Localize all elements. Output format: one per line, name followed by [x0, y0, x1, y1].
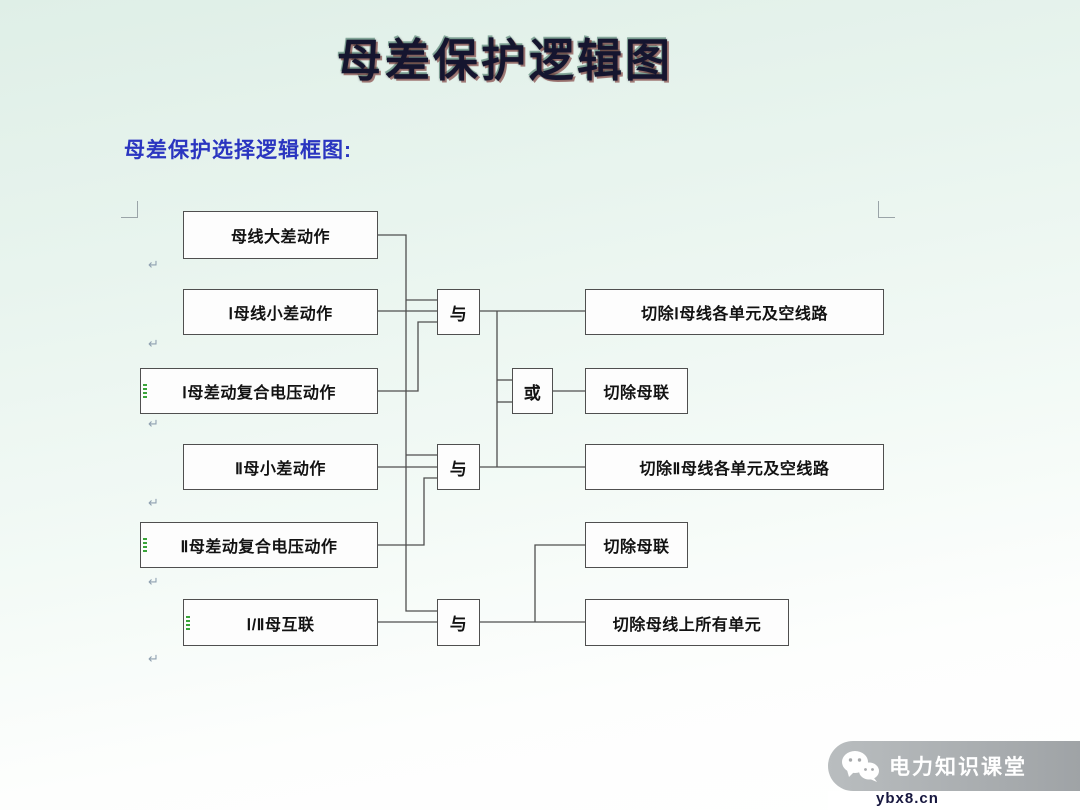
and-gate-3: 与: [437, 599, 480, 646]
input-label: Ⅰ/Ⅱ母互联: [246, 616, 315, 634]
output-box-trip-bus-coupler-1: 切除母联: [585, 368, 688, 414]
page-corner-mark-left: [121, 201, 138, 218]
spellcheck-mark: [186, 615, 190, 630]
input-label: Ⅱ母差动复合电压动作: [180, 539, 338, 556]
page-corner-mark-right: [878, 201, 895, 218]
gate-label: 与: [449, 615, 468, 634]
output-label: 切除母联: [603, 539, 670, 556]
input-box-bus2-composite-voltage: Ⅱ母差动复合电压动作: [140, 522, 378, 568]
output-box-trip-bus2-units: 切除Ⅱ母线各单元及空线路: [585, 444, 884, 490]
watermark-brand: 电力知识课堂: [889, 756, 1027, 779]
gate-label: 或: [523, 383, 542, 403]
paragraph-mark: ↵: [148, 257, 159, 272]
output-box-trip-bus1-units: 切除Ⅰ母线各单元及空线路: [585, 289, 884, 335]
paragraph-mark: ↵: [148, 495, 159, 510]
watermark-site-url: ybx8.cn: [876, 790, 939, 807]
output-label: 切除母线上所有单元: [612, 616, 762, 634]
input-box-bus-big-diff: 母线大差动作: [183, 211, 378, 259]
spellcheck-mark: [143, 538, 147, 552]
spellcheck-mark: [143, 384, 147, 398]
input-box-bus1-small-diff: Ⅰ母线小差动作: [183, 289, 378, 335]
watermark-banner: 电力知识课堂: [828, 741, 1080, 791]
input-box-bus1-composite-voltage: Ⅰ母差动复合电压动作: [140, 368, 378, 414]
input-label: 母线大差动作: [230, 229, 330, 246]
input-label: Ⅰ母线小差动作: [228, 306, 333, 323]
output-label: 切除Ⅱ母线各单元及空线路: [639, 461, 830, 478]
output-box-trip-all-units: 切除母线上所有单元: [585, 599, 789, 646]
input-label: Ⅰ母差动复合电压动作: [182, 385, 336, 402]
paragraph-mark: ↵: [148, 574, 159, 589]
paragraph-mark: ↵: [148, 651, 159, 666]
or-gate: 或: [512, 368, 553, 414]
and-gate-1: 与: [437, 289, 480, 335]
and-gate-2: 与: [437, 444, 480, 490]
input-box-bus-interconnect: Ⅰ/Ⅱ母互联: [183, 599, 378, 646]
gate-label: 与: [449, 459, 468, 479]
output-label: 切除母联: [603, 385, 670, 402]
output-box-trip-bus-coupler-2: 切除母联: [585, 522, 688, 568]
input-label: Ⅱ母小差动作: [235, 461, 326, 478]
gate-label: 与: [449, 304, 468, 324]
slide-title-garbled: 母差保护逻辑图: [337, 35, 674, 86]
paragraph-mark: ↵: [148, 336, 159, 351]
input-box-bus2-small-diff: Ⅱ母小差动作: [183, 444, 378, 490]
paragraph-mark: ↵: [148, 416, 159, 431]
diagram-caption: 母差保护选择逻辑框图:: [124, 139, 352, 162]
output-label: 切除Ⅰ母线各单元及空线路: [641, 306, 828, 323]
watermark-bottom-strip: [828, 791, 1080, 810]
wechat-icon: [842, 751, 879, 782]
